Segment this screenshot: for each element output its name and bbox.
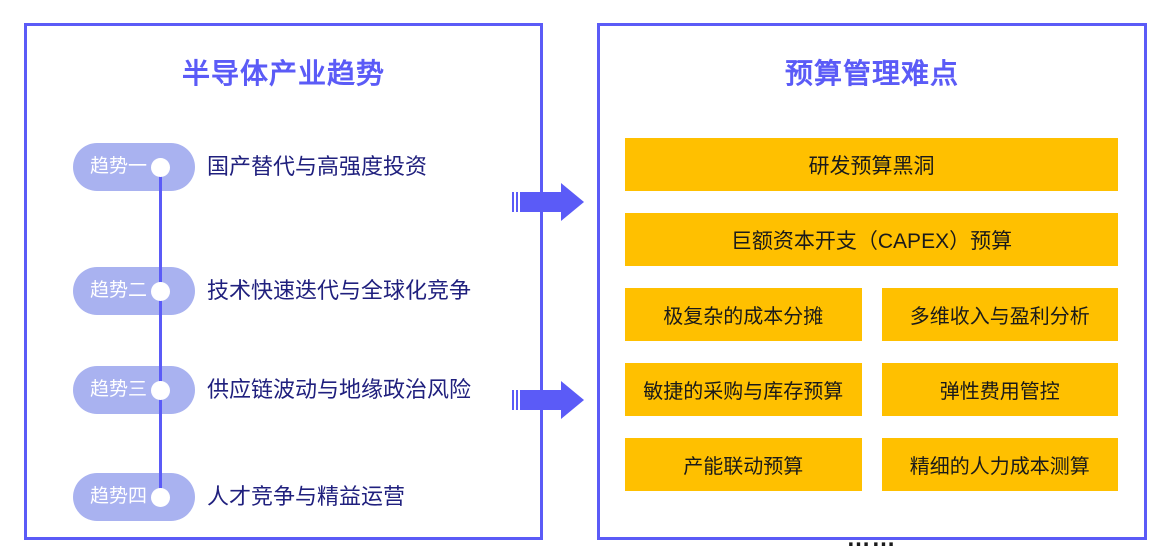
arrow-body bbox=[520, 192, 561, 212]
difficulty-box-row: 敏捷的采购与库存预算 弹性费用管控 bbox=[625, 363, 1118, 416]
trend-pill-label: 趋势一 bbox=[90, 156, 148, 177]
timeline-dot-icon bbox=[151, 282, 170, 301]
trend-pill-label: 趋势四 bbox=[90, 486, 148, 507]
right-panel-title: 预算管理难点 bbox=[784, 58, 959, 89]
difficulty-box-capex: 巨额资本开支（CAPEX）预算 bbox=[625, 213, 1118, 266]
difficulty-box-labor-cost: 精细的人力成本测算 bbox=[881, 438, 1118, 491]
trend-pill-2: 趋势二 bbox=[73, 267, 195, 315]
trend-text-4: 人才竞争与精益运营 bbox=[207, 484, 406, 509]
difficulty-box-flexible-expense: 弹性费用管控 bbox=[881, 363, 1118, 416]
difficulty-box-cost-allocation: 极复杂的成本分摊 bbox=[625, 288, 862, 341]
difficulty-box-capacity-budget: 产能联动预算 bbox=[625, 438, 862, 491]
arrow-tail-stripe bbox=[516, 192, 518, 212]
budget-difficulties-panel: 预算管理难点 研发预算黑洞 巨额资本开支（CAPEX）预算 极复杂的成本分摊 多… bbox=[597, 23, 1147, 552]
arrow-body bbox=[520, 390, 561, 410]
difficulty-box-list: 研发预算黑洞 巨额资本开支（CAPEX）预算 极复杂的成本分摊 多维收入与盈利分… bbox=[625, 138, 1118, 553]
trend-pill-4: 趋势四 bbox=[73, 473, 195, 521]
trend-pill-1: 趋势一 bbox=[73, 143, 195, 191]
arrow-tail-stripe bbox=[516, 390, 518, 410]
trend-text-3: 供应链波动与地缘政治风险 bbox=[207, 377, 472, 402]
timeline-dot-icon bbox=[151, 381, 170, 400]
trend-pill-label: 趋势二 bbox=[90, 280, 148, 301]
difficulty-box-row: 产能联动预算 精细的人力成本测算 bbox=[625, 438, 1118, 491]
difficulty-box-row: 极复杂的成本分摊 多维收入与盈利分析 bbox=[625, 288, 1118, 341]
right-arrow-icon bbox=[512, 381, 584, 419]
difficulty-box-revenue-analysis: 多维收入与盈利分析 bbox=[881, 288, 1118, 341]
trend-pill-label: 趋势三 bbox=[90, 379, 148, 400]
timeline-connector-line bbox=[159, 167, 162, 497]
arrow-tail-stripe bbox=[512, 192, 514, 212]
timeline-dot-icon bbox=[151, 488, 170, 507]
trend-text-1: 国产替代与高强度投资 bbox=[207, 154, 428, 179]
difficulty-box-rd-budget: 研发预算黑洞 bbox=[625, 138, 1118, 191]
arrow-tail-stripe bbox=[512, 390, 514, 410]
right-arrow-icon bbox=[512, 183, 584, 221]
left-panel-title: 半导体产业趋势 bbox=[181, 58, 385, 89]
trend-text-2: 技术快速迭代与全球化竞争 bbox=[207, 278, 472, 303]
trend-pill-3: 趋势三 bbox=[73, 366, 195, 414]
timeline-dot-icon bbox=[151, 158, 170, 177]
semiconductor-trends-panel: 半导体产业趋势 趋势一 国产替代与高强度投资 趋势二 技术快速迭代与全球化竞争 … bbox=[24, 23, 543, 540]
arrow-head bbox=[561, 381, 584, 419]
arrow-head bbox=[561, 183, 584, 221]
more-items-ellipsis: …… bbox=[846, 525, 897, 552]
difficulty-box-procurement-inventory: 敏捷的采购与库存预算 bbox=[625, 363, 862, 416]
